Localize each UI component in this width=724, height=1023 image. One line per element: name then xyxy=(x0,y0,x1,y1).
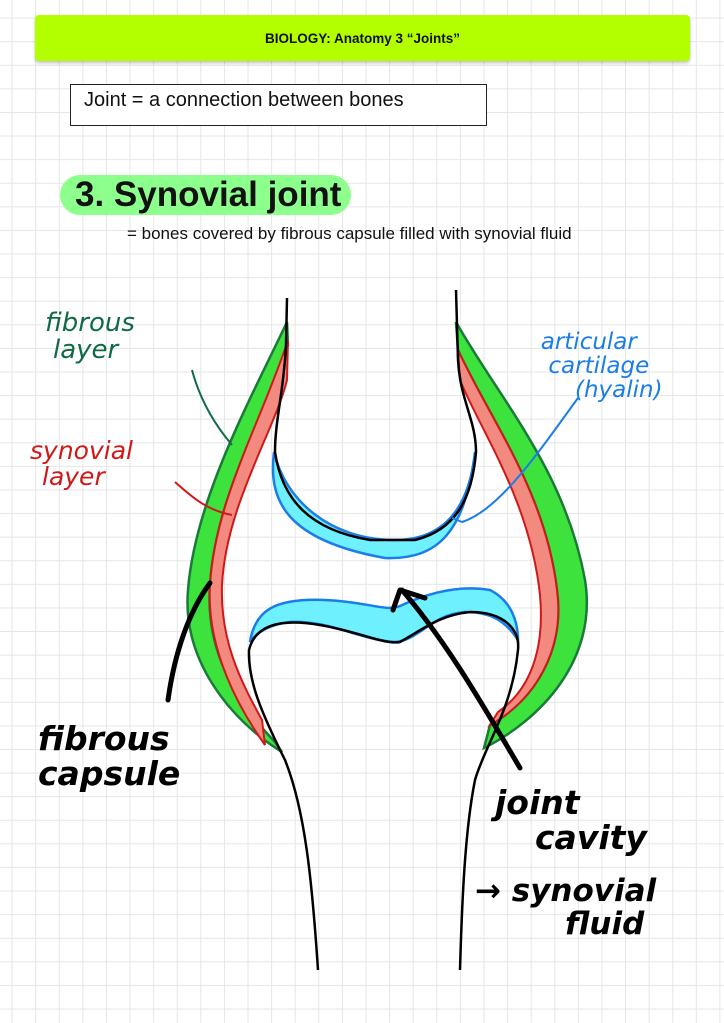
cartilage-pointer xyxy=(451,397,579,524)
title-text: BIOLOGY: Anatomy 3 “Joints” xyxy=(264,30,461,46)
label-line: fibrous xyxy=(45,308,135,338)
joint-cavity-arrow xyxy=(390,587,523,771)
fibrous-capsule-pointer xyxy=(165,580,213,703)
label-line: synovial xyxy=(30,436,133,465)
synovial-layer-left xyxy=(208,339,289,746)
synovial-layer-pointer xyxy=(174,481,233,516)
synovial-layer-right xyxy=(457,349,560,728)
fibrous-layer-pointer xyxy=(191,369,233,446)
title-banner: BIOLOGY: Anatomy 3 “Joints” xyxy=(35,15,690,61)
label-line: cartilage xyxy=(548,353,650,380)
upper-bone-outline xyxy=(273,289,478,542)
section-description: = bones covered by fibrous capsule fille… xyxy=(127,224,572,243)
label-line: → synovial xyxy=(475,873,657,909)
label-line: fluid xyxy=(565,905,645,942)
label-line: capsule xyxy=(38,753,181,793)
label-line: (hyalin) xyxy=(575,377,663,404)
label-line: joint xyxy=(495,783,580,822)
label-line: cavity xyxy=(535,817,647,857)
label-line: articular xyxy=(540,329,637,355)
label-line: fibrous xyxy=(38,719,170,758)
upper-articular-cartilage xyxy=(271,451,477,560)
section-heading: 3. Synovial joint xyxy=(60,175,352,215)
lower-articular-cartilage xyxy=(248,587,520,645)
definition-text: Joint = a connection between bones xyxy=(84,89,404,111)
label-line: layer xyxy=(42,462,105,492)
lower-bone-outline xyxy=(247,610,520,971)
definition-box: Joint = a connection between bones xyxy=(70,84,487,126)
label-line: layer xyxy=(53,335,119,366)
